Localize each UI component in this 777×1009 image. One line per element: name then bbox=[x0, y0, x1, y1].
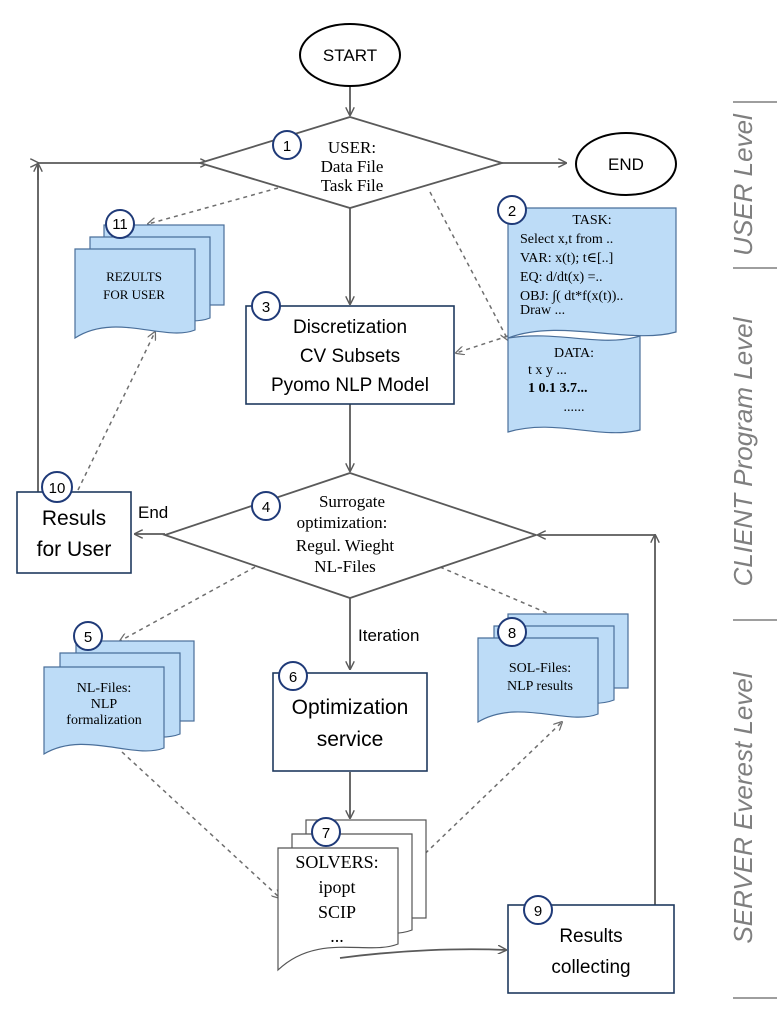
solvers-line-2: ipopt bbox=[318, 877, 355, 897]
discretization-line-3: Pyomo NLP Model bbox=[271, 375, 429, 396]
data-doc: DATA: t x y ... 1 0.1 3.7... ...... bbox=[507, 335, 641, 434]
discretization-line-2: CV Subsets bbox=[300, 346, 400, 367]
task-line-5: OBJ: ∫( dt*f(x(t)).. bbox=[520, 289, 623, 304]
nl-files-line-1: NL-Files: bbox=[77, 681, 131, 696]
surrogate-line-1: Surrogate bbox=[319, 492, 385, 511]
surrogate-line-3: Regul. Wieght bbox=[296, 536, 394, 555]
user-line-1: USER: bbox=[328, 138, 376, 157]
collecting-line-1: Results bbox=[559, 926, 622, 947]
data-line-4: ...... bbox=[564, 400, 585, 415]
task-line-4: EQ: d/dt(x) =.. bbox=[520, 270, 603, 285]
resuls-line-1: Resuls bbox=[42, 507, 106, 530]
solid-connectors bbox=[37, 87, 655, 959]
start-node: START bbox=[299, 23, 401, 87]
rezults-for-user-doc: REZULTS FOR USER 11 bbox=[74, 209, 225, 340]
nl-files-line-3: formalization bbox=[66, 713, 141, 728]
rezults-line-1: REZULTS bbox=[106, 269, 162, 284]
resuls-number: 10 bbox=[49, 480, 66, 497]
surrogate-number: 4 bbox=[262, 499, 270, 516]
optimization-line-2: service bbox=[317, 728, 384, 751]
data-line-3: 1 0.1 3.7... bbox=[528, 381, 588, 396]
sol-files-line-2: NLP results bbox=[507, 679, 573, 694]
discretization-line-1: Discretization bbox=[293, 317, 407, 338]
user-number: 1 bbox=[283, 138, 291, 155]
task-number: 2 bbox=[508, 203, 516, 220]
dashed-connectors bbox=[77, 187, 562, 898]
start-label: START bbox=[323, 46, 377, 65]
task-line-3: VAR: x(t); t∈[..] bbox=[520, 251, 613, 266]
client-level-label: CLIENT Program Level bbox=[728, 316, 758, 586]
collecting-line-2: collecting bbox=[551, 957, 630, 978]
optimization-line-1: Optimization bbox=[292, 696, 409, 719]
solvers-line-1: SOLVERS: bbox=[295, 852, 378, 872]
iteration-edge-label: Iteration bbox=[358, 626, 419, 645]
discretization-number: 3 bbox=[262, 299, 270, 316]
task-line-1: TASK: bbox=[572, 213, 611, 228]
end-label: END bbox=[608, 155, 644, 174]
results-collecting-box: Results collecting 9 bbox=[507, 895, 675, 994]
sol-files-number: 8 bbox=[508, 625, 516, 642]
end-edge-label: End bbox=[138, 503, 168, 522]
sol-files-doc: SOL-Files: NLP results 8 bbox=[477, 613, 629, 724]
task-doc: TASK: Select x,t from .. VAR: x(t); t∈[.… bbox=[497, 195, 677, 339]
collecting-number: 9 bbox=[534, 903, 542, 920]
data-line-1: DATA: bbox=[554, 346, 594, 361]
user-line-2: Data File bbox=[321, 157, 384, 176]
surrogate-decision: Surrogate optimization: Regul. Wieght NL… bbox=[162, 472, 539, 599]
resuls-for-user-box: Resuls for User 10 bbox=[16, 471, 132, 574]
optimization-service-box: Optimization service 6 bbox=[272, 661, 428, 772]
solvers-number: 7 bbox=[322, 825, 330, 842]
nl-files-line-2: NLP bbox=[91, 697, 118, 712]
solvers-doc: SOLVERS: ipopt SCIP ... 7 bbox=[277, 817, 427, 972]
surrogate-line-2: optimization: bbox=[297, 513, 388, 532]
rezults-line-2: FOR USER bbox=[103, 287, 165, 302]
user-level-label: USER Level bbox=[728, 113, 758, 256]
solvers-line-3: SCIP bbox=[318, 902, 356, 922]
resuls-line-2: for User bbox=[37, 538, 112, 561]
level-separators bbox=[733, 101, 777, 999]
server-level-label: SERVER Everest Level bbox=[728, 671, 758, 943]
task-line-2: Select x,t from .. bbox=[520, 232, 613, 247]
sol-files-line-1: SOL-Files: bbox=[509, 661, 571, 676]
surrogate-line-4: NL-Files bbox=[314, 557, 375, 576]
rezults-number: 11 bbox=[112, 216, 128, 233]
task-line-6: Draw ... bbox=[520, 303, 565, 318]
nl-files-number: 5 bbox=[84, 629, 92, 646]
solvers-line-4: ... bbox=[330, 926, 344, 946]
discretization-box: Discretization CV Subsets Pyomo NLP Mode… bbox=[245, 291, 455, 405]
user-line-3: Task File bbox=[321, 176, 384, 195]
end-node: END bbox=[575, 132, 677, 196]
data-line-2: t x y ... bbox=[528, 363, 567, 378]
nl-files-doc: NL-Files: NLP formalization 5 bbox=[43, 621, 195, 756]
user-decision: USER: Data File Task File 1 bbox=[196, 116, 506, 209]
optimization-number: 6 bbox=[289, 669, 297, 686]
